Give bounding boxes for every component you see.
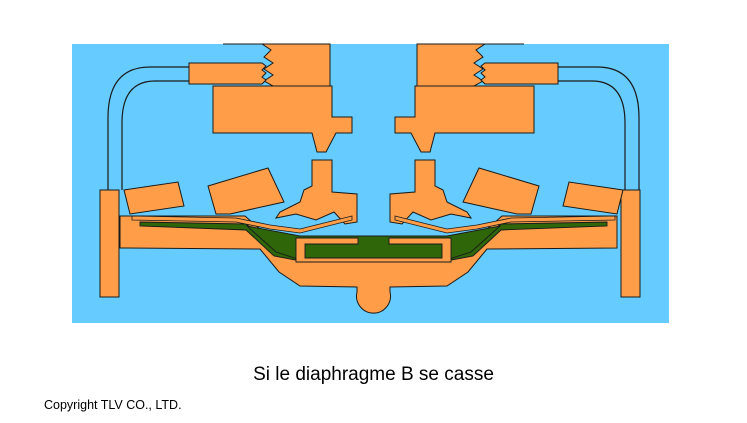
valve-assembly [99,43,641,314]
top-fitting-right [416,43,524,89]
side-post-left [99,189,120,298]
center-guide-right [389,159,473,225]
valve-body-upper-left [212,85,353,153]
valve-body-upper-right [394,85,535,153]
pilot-tube-right [558,66,640,190]
center-plug [295,237,452,263]
side-post-right [620,189,641,298]
wedge-outer-right [562,181,624,215]
fluid-pocket [245,225,502,263]
lower-housing [119,215,618,314]
wedge-inner-right [462,167,540,215]
caption: Si le diaphragme B se casse [253,364,494,385]
center-guide-left [274,159,358,225]
tube-connector-left [188,62,267,85]
pilot-tube-left [107,66,189,190]
diaphragm-right [394,215,616,234]
wedge-inner-left [207,167,285,215]
top-fitting-left [223,43,331,89]
copyright: Copyright TLV CO., LTD. [44,398,182,412]
wedge-outer-left [123,181,185,215]
diaphragm-left [131,215,353,234]
tube-connector-right [480,62,559,85]
